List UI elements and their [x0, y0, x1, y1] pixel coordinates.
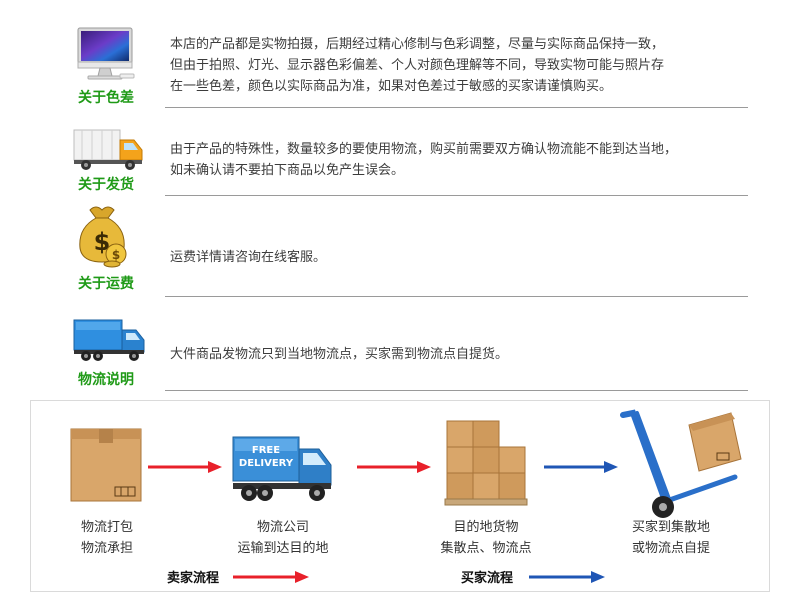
info-caption-color-difference: 关于色差: [78, 90, 134, 106]
truck-text-line: FREE: [251, 445, 281, 456]
info-text-shipping: 由于产品的特殊性，数量较多的要使用物流，购买前需要双方确认物流能不能到达当地， …: [170, 139, 760, 181]
divider: [165, 390, 748, 391]
info-line: 在一些色差，颜色以实际商品为准，如果对色差过于敏感的买家请谨慎购买。: [170, 79, 613, 94]
flow-step-caption: 物流公司 运输到达目的地: [227, 517, 339, 559]
flow-caption-line: 买家到集散地: [631, 520, 710, 535]
flow-caption-line: 物流承担: [80, 541, 133, 556]
info-line: 大件商品发物流只到当地物流点，买家需到物流点自提货。: [170, 347, 509, 362]
info-text-color-difference: 本店的产品都是实物拍摄，后期经过精心修制与色彩调整，尽量与实际商品保持一致， 但…: [170, 34, 760, 97]
stacked-boxes-icon: [443, 417, 529, 513]
flow-caption-line: 物流公司: [256, 520, 309, 535]
delivery-truck-icon: FREE DELIVERY: [231, 435, 335, 511]
red-arrow-icon: [357, 459, 433, 478]
flow-caption-line: 集散点、物流点: [440, 541, 532, 556]
info-caption-logistics: 物流说明: [78, 372, 134, 388]
truck-text-line: DELIVERY: [238, 458, 294, 469]
info-line: 由于产品的特殊性，数量较多的要使用物流，购买前需要双方确认物流能不能到达当地，: [170, 142, 678, 157]
blue-arrow-icon: [529, 569, 607, 588]
info-line: 本店的产品都是实物拍摄，后期经过精心修制与色彩调整，尽量与实际商品保持一致，: [170, 37, 665, 52]
flow-caption-line: 或物流点自提: [631, 541, 710, 556]
divider: [165, 195, 748, 196]
divider: [165, 107, 748, 108]
hand-truck-icon: [617, 409, 743, 525]
logistics-flow-panel: 物流打包 物流承担 FREE DELIVE: [30, 400, 770, 592]
blue-arrow-icon: [544, 459, 620, 478]
flow-caption-line: 运输到达目的地: [237, 541, 329, 556]
buyer-flow-label: 买家流程: [461, 571, 514, 586]
info-line: 但由于拍照、灯光、显示器色彩偏差、个人对颜色理解等不同，导致实物可能与照片存: [170, 58, 665, 73]
seller-flow-label: 卖家流程: [167, 571, 220, 586]
flow-caption-line: 目的地货物: [453, 520, 519, 535]
flow-step-caption: 物流打包 物流承担: [65, 517, 149, 559]
info-text-logistics: 大件商品发物流只到当地物流点，买家需到物流点自提货。: [170, 344, 760, 365]
info-caption-freight: 关于运费: [78, 276, 134, 292]
svg-text:$: $: [112, 248, 120, 262]
flow-step-caption: 买家到集散地 或物流点自提: [609, 517, 733, 559]
svg-text:$: $: [94, 228, 111, 256]
flow-caption-line: 物流打包: [80, 520, 133, 535]
info-line: 运费详情请咨询在线客服。: [170, 250, 327, 265]
red-arrow-icon: [148, 459, 224, 478]
flow-step-caption: 目的地货物 集散点、物流点: [429, 517, 543, 559]
truck-text: FREE DELIVERY: [235, 444, 297, 470]
red-arrow-icon: [233, 569, 311, 588]
divider: [165, 296, 748, 297]
info-line: 如未确认请不要拍下商品以免产生误会。: [170, 163, 405, 178]
info-text-freight: 运费详情请咨询在线客服。: [170, 247, 760, 268]
cardboard-box-icon: [69, 427, 143, 507]
info-caption-shipping: 关于发货: [78, 177, 134, 193]
